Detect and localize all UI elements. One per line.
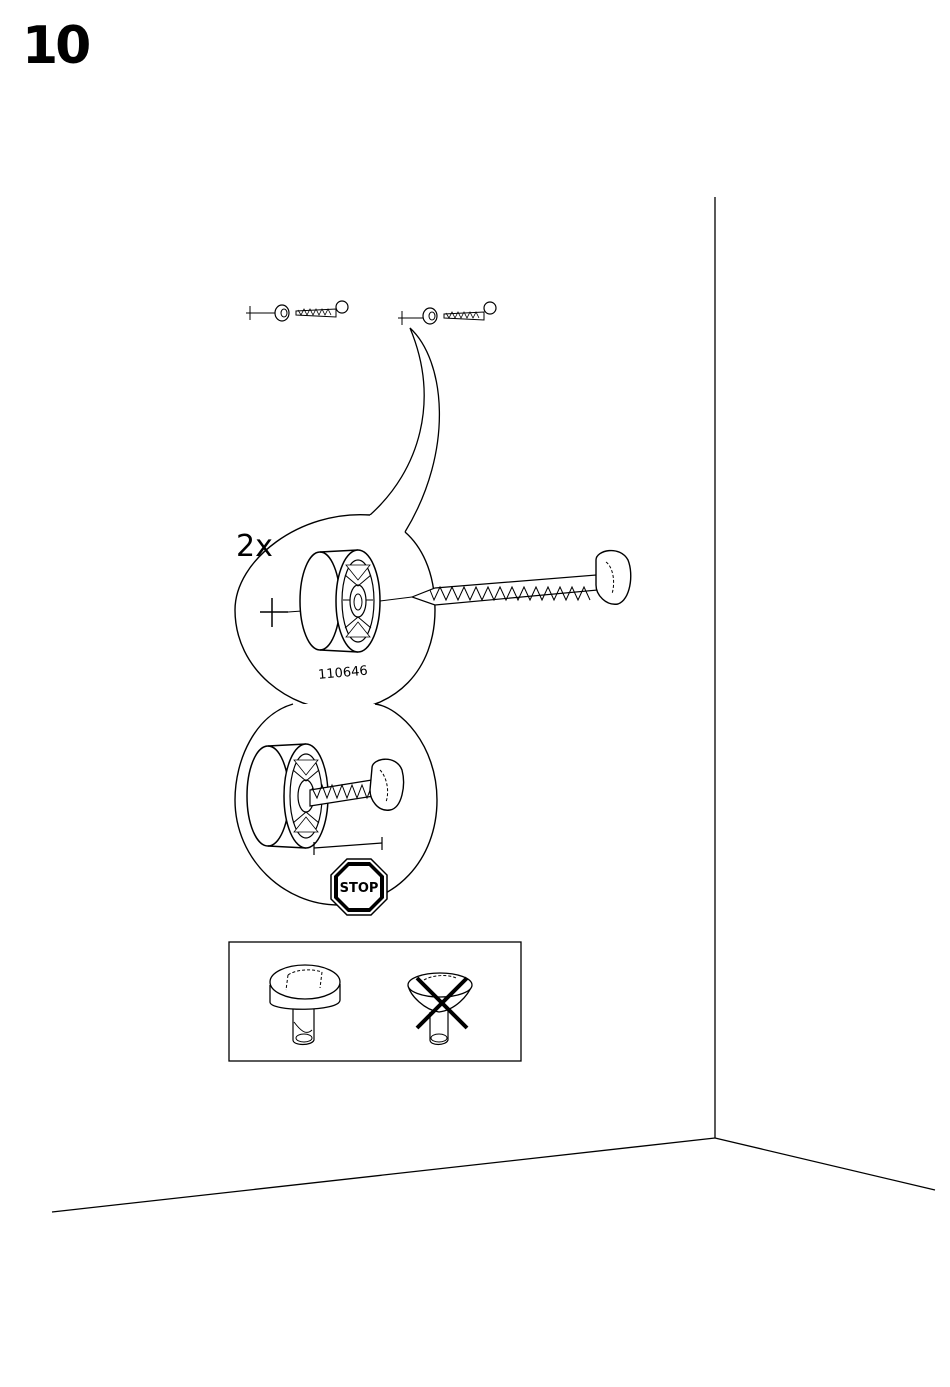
wall-screw-right [398, 302, 496, 325]
wall-screw-left [246, 301, 348, 321]
stop-sign-icon: STOP [331, 859, 387, 915]
quantity-label: 2x [236, 529, 273, 564]
stop-sign-label: STOP [340, 881, 379, 896]
detail-circle-screw: 2x 110646 [235, 515, 631, 710]
callout-pointer [370, 328, 439, 532]
screw-head-comparison-box [229, 942, 521, 1061]
